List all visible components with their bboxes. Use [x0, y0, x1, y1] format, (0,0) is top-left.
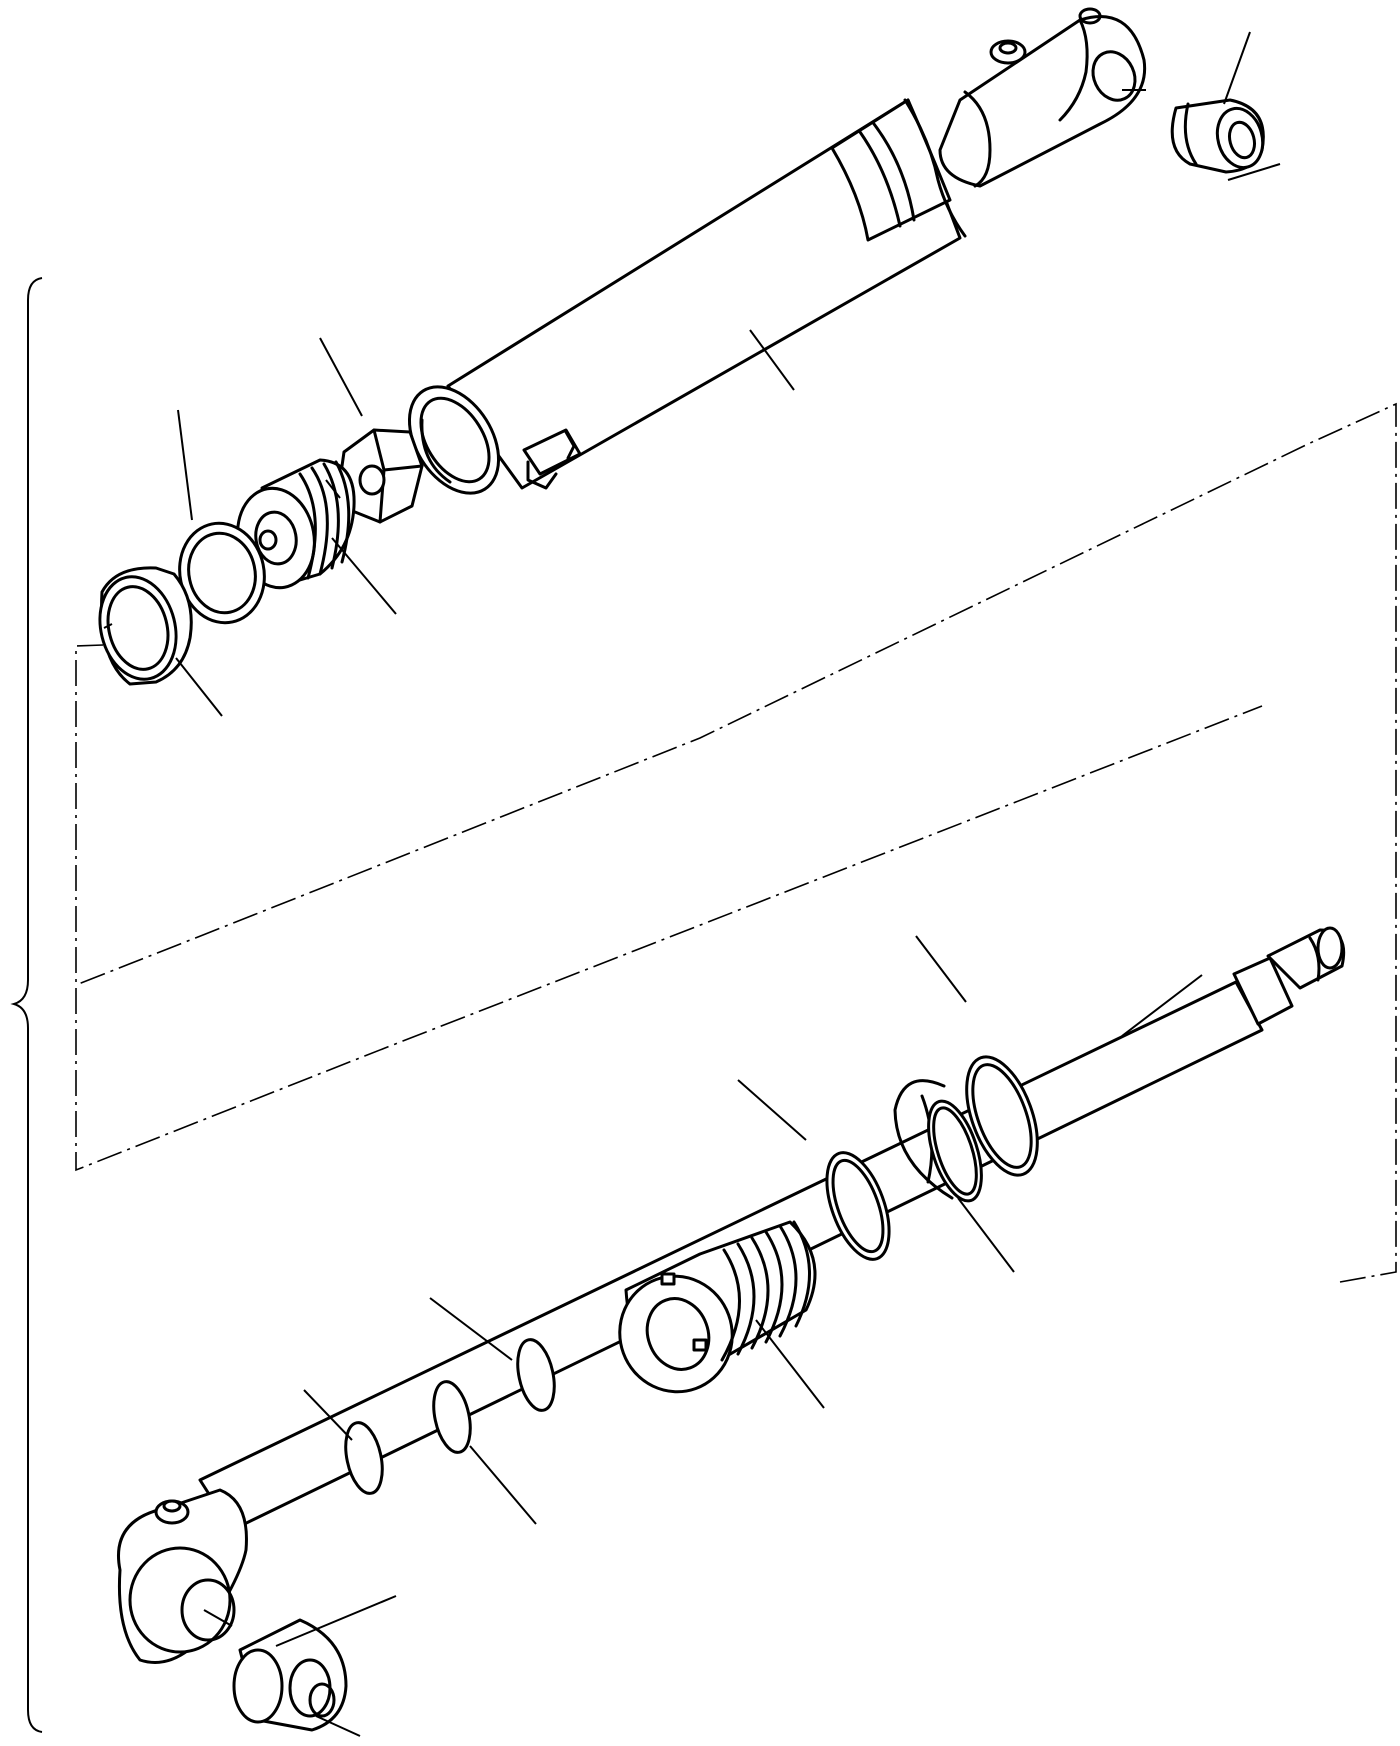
group-bracket	[10, 277, 43, 1733]
leader-lines	[103, 31, 1281, 1737]
rod-seal	[965, 1055, 1039, 1177]
gland-o-ring	[825, 1151, 891, 1261]
backup-ring-2	[927, 1099, 983, 1203]
wiper-seal	[98, 566, 193, 686]
rod-eye-bushing	[232, 1618, 348, 1732]
rod-wear-ring	[344, 1338, 556, 1495]
assembly-lines	[75, 402, 1397, 1283]
cylinder-tube	[407, 7, 1147, 495]
snap-ring	[178, 521, 266, 625]
tube-bushing	[1170, 98, 1265, 174]
gland	[618, 1220, 817, 1394]
